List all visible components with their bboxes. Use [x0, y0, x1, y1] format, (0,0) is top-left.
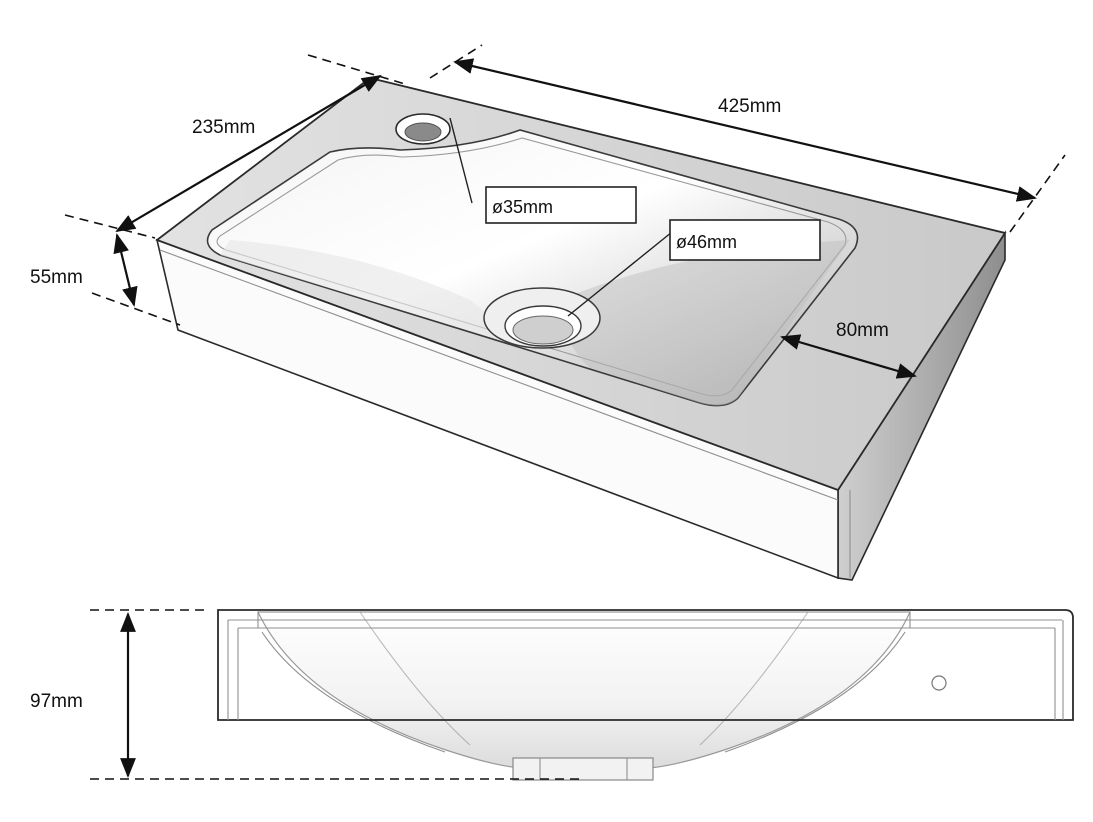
depth-label: 235mm: [192, 117, 255, 138]
side-bowl: [257, 611, 911, 769]
side-body-outline: [217, 609, 1074, 721]
dimension-thickness: 55mm: [30, 233, 181, 326]
dimension-height: 97mm: [30, 609, 585, 780]
side-view: 97mm: [30, 609, 1074, 781]
callout-tap-hole: ø35mm: [449, 117, 637, 224]
height-label: 97mm: [30, 691, 83, 712]
length-label: 425mm: [718, 96, 781, 117]
tap-hole: [395, 113, 451, 145]
callout-drain-hole: ø46mm: [567, 219, 821, 317]
thickness-label: 55mm: [30, 267, 83, 288]
drain-hole-label: ø46mm: [676, 232, 737, 252]
dimension-shelf: 80mm: [780, 320, 917, 379]
isometric-view: 425mm 235mm 55mm 80mm ø35mm: [30, 44, 1066, 581]
dimension-depth: 235mm: [64, 54, 406, 239]
tap-hole-label: ø35mm: [492, 197, 553, 217]
dimension-length: 425mm: [429, 44, 1066, 233]
drain-pipe: [512, 757, 654, 781]
drain-hole: [483, 287, 601, 349]
overflow-hole: [931, 675, 947, 691]
shelf-label: 80mm: [836, 320, 889, 341]
